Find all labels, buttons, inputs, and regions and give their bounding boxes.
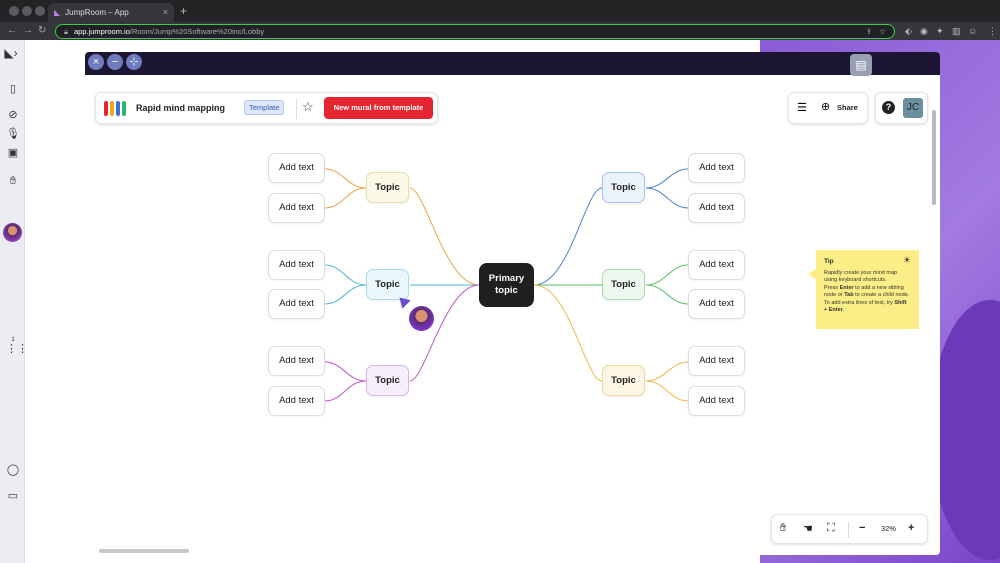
lightbulb-icon: ☀ [902,255,911,265]
lock-icon: 🔒︎ [64,26,68,36]
user-initials-avatar[interactable]: JC [903,98,923,118]
mural-logo-icon [104,101,126,116]
add-text-node[interactable]: Add text [268,250,325,280]
map-view-icon[interactable]: ⛶ [827,522,835,534]
mural-title-card: Rapid mind mapping Template ☆ New mural … [95,92,438,124]
zoom-in-button[interactable]: + [908,522,915,534]
share-page-icon[interactable]: ⇪ [865,27,872,36]
new-mural-button[interactable]: New mural from template [324,97,433,119]
share-button[interactable]: Share [837,103,858,112]
close-window-icon[interactable] [9,6,19,16]
template-badge: Template [244,100,285,115]
tip-line: Rapidly create your mind map using keybo… [824,269,898,284]
tip-arrow [808,268,817,280]
folder-icon[interactable]: ▭ [7,490,19,502]
user-avatar[interactable] [3,223,22,242]
divider [296,99,297,119]
add-text-node[interactable]: Add text [688,386,745,416]
favorite-star-icon[interactable]: ☆ [302,99,314,114]
browser-toolbar: ← → ↻ 🔒︎ app.jumproom.io/Room/Jump%20Sof… [0,22,1000,40]
profile-avatar-icon[interactable]: ☺ [968,26,978,36]
horizontal-scrollbar[interactable] [99,549,189,553]
url-path: /Room/Jump%20Software%20inc/Lobby [129,27,265,36]
vertical-scrollbar[interactable] [932,110,936,205]
tip-shortcuts: Press Enter to add a new sibling node or… [824,284,910,314]
jumproom-logo-icon[interactable]: ◣› [4,46,18,60]
collaborator-avatar [409,306,434,331]
back-icon[interactable]: ← [7,25,17,36]
mural-title: Rapid mind mapping [136,103,225,113]
puzzle-icon[interactable]: ✦ [936,26,944,36]
add-text-node[interactable]: Add text [268,386,325,416]
extension-icon[interactable]: ⬖ [905,26,912,36]
tip-title: Tip [824,258,834,265]
add-text-node[interactable]: Add text [268,153,325,183]
help-icon[interactable]: ? [882,101,895,114]
share-card: ☰ ⊕ Share [788,92,868,124]
hand-tool-icon[interactable]: ✋︎ [780,522,787,534]
add-person-icon[interactable]: ⊕ [821,101,831,113]
add-text-node[interactable]: Add text [688,250,745,280]
favicon-icon: ◣ [54,8,61,17]
primary-topic-node[interactable]: Primary topic [479,263,534,307]
reload-icon[interactable]: ↻ [38,25,47,36]
url-host: app.jumproom.io [74,27,130,36]
minimize-icon[interactable]: − [107,54,123,70]
door-icon[interactable]: ▯ [9,83,17,95]
bookmark-star-icon[interactable]: ☆ [879,27,886,36]
grid-apps-icon[interactable]: ⋮⋮ [6,343,28,355]
address-bar[interactable]: 🔒︎ app.jumproom.io/Room/Jump%20Software%… [55,24,895,39]
add-text-node[interactable]: Add text [268,193,325,223]
tab-title: JumpRoom – App [65,8,129,17]
mindmap-connectors [324,168,689,402]
room-sidebar: ◣› ▯ ⊘ 🎙︎ ▣ ✋︎ 1 ⋮⋮ ◯ ▭ [0,40,28,563]
topic-node-left-bottom[interactable]: Topic [366,365,409,396]
add-text-node[interactable]: Add text [268,289,325,319]
add-text-node[interactable]: Add text [688,289,745,319]
primary-topic-label: Primary topic [488,273,525,296]
add-text-node[interactable]: Add text [688,346,745,376]
topic-node-right-bottom[interactable]: Topic [602,365,645,396]
divider [848,522,849,538]
app-window-header: × − ⊹ ▤ [85,52,940,76]
camera-off-icon[interactable]: ⊘ [8,109,18,121]
sidebar-icon[interactable]: ▥ [952,26,961,36]
browser-tab[interactable]: ◣ JumpRoom – App × [48,3,174,22]
menu-dots-icon[interactable]: ⋮ [988,26,997,36]
page-indicator: 1 [11,337,15,343]
clipboard-icon[interactable]: ▤ [850,54,872,76]
mural-canvas[interactable]: × − ⊹ ▤ Rapid mind mapping Template ☆ Ne… [85,52,940,555]
new-tab-button[interactable]: + [180,4,188,18]
tab-close-icon[interactable]: × [162,7,168,17]
zoom-out-button[interactable]: − [859,522,866,534]
select-tool-icon[interactable]: ☚ [803,523,813,535]
topic-node-right-top[interactable]: Topic [602,172,645,203]
fullscreen-icon[interactable]: ⊹ [126,54,142,70]
screen-share-icon[interactable]: ▣ [7,147,19,159]
help-card: ? JC [875,92,928,124]
add-text-node[interactable]: Add text [688,153,745,183]
forward-icon[interactable]: → [23,25,33,36]
add-text-node[interactable]: Add text [688,193,745,223]
zoom-toolbar: ✋︎ ☚ ⛶ − 32% + [771,514,928,544]
topic-node-left-top[interactable]: Topic [366,172,409,203]
zoom-level: 32% [881,524,897,533]
topic-node-left-middle[interactable]: Topic [366,269,409,300]
close-icon[interactable]: × [88,54,104,70]
add-text-node[interactable]: Add text [268,346,325,376]
tip-sticky-note[interactable]: Tip ☀ Rapidly create your mind map using… [816,250,919,329]
browser-tabbar: ◣ JumpRoom – App × + [0,0,1000,22]
maximize-window-icon[interactable] [35,6,45,16]
minimize-window-icon[interactable] [22,6,32,16]
hand-raise-icon[interactable]: ✋︎ [9,175,17,187]
mic-off-icon[interactable]: 🎙︎ [6,128,20,140]
layers-icon[interactable]: ☰ [797,102,807,114]
topic-node-right-middle[interactable]: Topic [602,269,645,300]
chat-icon[interactable]: ◯ [6,464,20,476]
extension-icon[interactable]: ◉ [920,26,928,36]
